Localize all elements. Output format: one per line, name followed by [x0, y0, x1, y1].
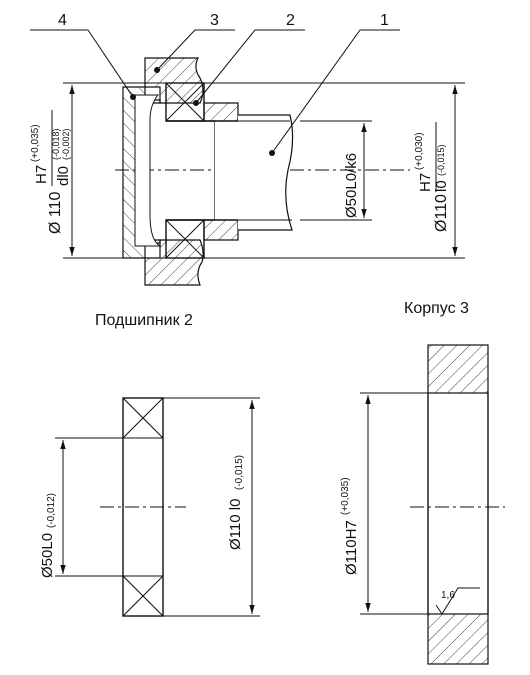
svg-text:Ø110: Ø110 — [433, 194, 450, 232]
svg-text:Ø50L0: Ø50L0 — [39, 533, 56, 578]
svg-text:(+0,030): (+0,030) — [414, 132, 425, 170]
callout-4: 4 — [58, 12, 67, 29]
svg-text:(-0,002): (-0,002) — [61, 128, 71, 160]
cover-inner-outline — [134, 94, 162, 247]
svg-text:H7: H7 — [417, 173, 434, 192]
svg-text:1,6: 1,6 — [441, 590, 455, 601]
svg-text:(+0,035): (+0,035) — [30, 124, 41, 162]
housing-bottom-wall — [427, 613, 489, 665]
svg-text:dl0: dl0 — [55, 166, 72, 186]
dim-bearing-inner-label: Ø50L0 (-0,012) — [39, 493, 57, 578]
callout-2: 2 — [286, 12, 295, 29]
leader-line-3 — [156, 29, 235, 71]
svg-text:(+0,035): (+0,035) — [340, 477, 351, 515]
svg-text:(-0,018): (-0,018) — [51, 128, 61, 160]
svg-text:Ø110 l0: Ø110 l0 — [227, 499, 244, 550]
bearing-top-element — [122, 397, 164, 439]
housing-title: Корпус 3 — [404, 300, 469, 317]
svg-text:Ø110H7: Ø110H7 — [343, 520, 360, 575]
dim-bearing-outer-label: Ø110 l0 (-0,015) — [227, 455, 245, 550]
assembly-view: 4 3 2 1 Ø 110 H7 (+0,035) dl0 (-0,018) (… — [30, 12, 465, 286]
bearing-title: Подшипник 2 — [95, 312, 193, 329]
svg-text:(-0,012): (-0,012) — [46, 493, 57, 528]
callout-1: 1 — [380, 12, 389, 29]
shaft-body — [238, 114, 294, 231]
svg-text:(-0,015): (-0,015) — [436, 144, 446, 176]
svg-text:l0: l0 — [433, 180, 450, 192]
roughness-symbol: 1,6 — [435, 587, 480, 615]
bearing-detail: Подшипник 2 Ø50L0 (-0,012) Ø110 l0 (-0,0… — [39, 312, 260, 617]
svg-text:H7: H7 — [33, 165, 50, 184]
dim-shaft-label: Ø50L0/k6 — [343, 153, 360, 218]
dim-outer-right-label: Ø110 H7 (+0,030) l0 (-0,015) — [414, 122, 450, 232]
housing-detail: Корпус 3 Ø110H7 (+0,035) 1,6 — [340, 300, 505, 665]
svg-text:Ø 110: Ø 110 — [47, 192, 64, 235]
dim-outer-left-label: Ø 110 H7 (+0,035) dl0 (-0,018) (-0,002) — [30, 110, 72, 234]
svg-text:(-0,015): (-0,015) — [234, 455, 245, 490]
leader-line-1 — [271, 29, 400, 154]
housing-top-wall — [427, 344, 489, 394]
housing-bottom-section — [144, 239, 204, 286]
bearing-bottom-element — [122, 575, 164, 617]
callout-3: 3 — [210, 12, 219, 29]
leader-line-4 — [30, 29, 134, 98]
dim-housing-bore-label: Ø110H7 (+0,035) — [340, 477, 360, 575]
leader-line-2 — [195, 29, 305, 104]
